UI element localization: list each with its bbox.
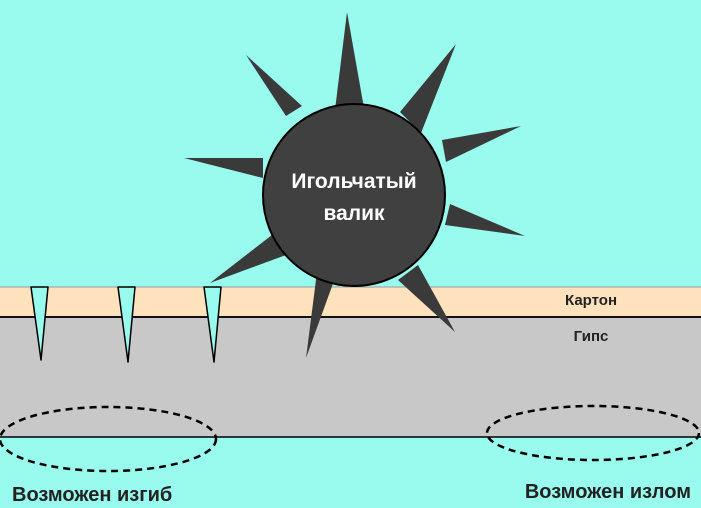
needle-icon	[246, 55, 302, 116]
needle-roller	[262, 103, 446, 287]
punctures	[30, 286, 222, 363]
puncture-1	[30, 286, 49, 361]
gypsum-layer	[0, 317, 701, 437]
needle-icon	[210, 235, 286, 283]
gypsum-label: Гипс	[574, 328, 609, 345]
needle-icon	[400, 44, 456, 133]
needle-icon	[442, 126, 521, 162]
break-zone-ellipse	[485, 404, 701, 462]
roller-needles	[184, 12, 525, 358]
needle-icon	[306, 272, 335, 358]
needle-icon	[398, 265, 455, 332]
puncture-2	[117, 286, 136, 363]
cardboard-layer	[0, 287, 701, 317]
break-possible-caption: Возможен излом	[525, 481, 691, 503]
roller-label-line1: Игольчатый	[291, 170, 416, 193]
bend-possible-caption: Возможен изгиб	[12, 484, 172, 506]
needle-icon	[335, 12, 364, 110]
needle-icon	[445, 204, 525, 236]
needle-icon	[184, 158, 263, 178]
bend-zone-ellipse	[0, 405, 218, 473]
cardboard-label: Картон	[565, 292, 617, 309]
puncture-3	[203, 286, 222, 363]
roller-label-line2: валик	[323, 202, 385, 225]
